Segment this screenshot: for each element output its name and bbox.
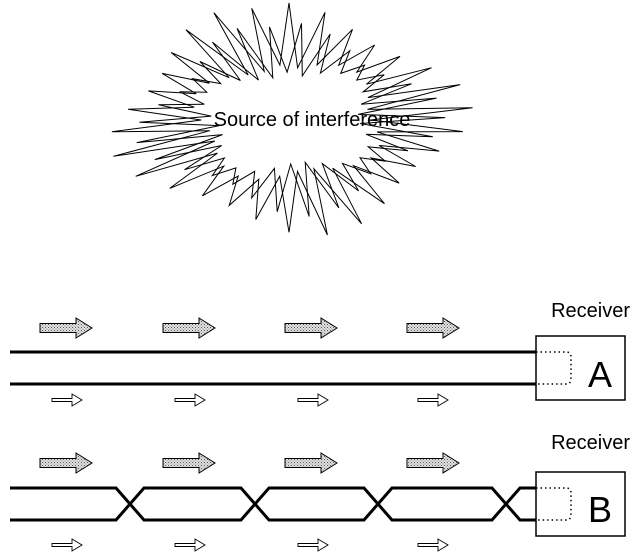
receiver-b-terminal-loop	[536, 487, 572, 521]
receiver-a-box	[535, 335, 626, 401]
receiver-b: Receiver B	[535, 432, 630, 537]
small-arrow-icon	[174, 538, 206, 552]
parallel-wire-pair	[10, 350, 536, 386]
small-arrow-icon	[51, 538, 83, 552]
receiver-b-title: Receiver	[551, 432, 630, 454]
interference-arrows-row-b	[39, 452, 460, 474]
twisted-wire-2	[10, 486, 536, 522]
receiver-a: Receiver A	[535, 300, 630, 401]
big-arrow-icon	[162, 452, 216, 474]
starburst-outer-icon	[111, 2, 473, 236]
small-arrow-icon	[417, 538, 449, 552]
induced-current-arrows-row-b	[51, 538, 449, 552]
starburst-inner-icon	[136, 23, 446, 217]
receiver-a-letter: A	[588, 354, 612, 395]
receiver-a-terminal-loop	[536, 351, 572, 385]
receiver-b-letter: B	[588, 489, 612, 530]
big-arrow-icon	[406, 452, 460, 474]
big-arrow-icon	[406, 317, 460, 339]
big-arrow-icon	[39, 317, 93, 339]
receiver-b-box	[535, 471, 626, 537]
small-arrow-icon	[297, 538, 329, 552]
small-arrow-icon	[417, 393, 449, 407]
interference-arrows-row-a	[39, 317, 460, 339]
big-arrow-icon	[284, 317, 338, 339]
twisted-wire-pair	[10, 486, 536, 522]
burst-label: Source of interference	[214, 109, 411, 131]
twisted-wire-1	[10, 486, 536, 522]
big-arrow-icon	[284, 452, 338, 474]
big-arrow-icon	[162, 317, 216, 339]
small-arrow-icon	[174, 393, 206, 407]
receiver-a-title: Receiver	[551, 300, 630, 322]
induced-current-arrows-row-a	[51, 393, 449, 407]
interference-burst: Source of interference	[111, 2, 473, 236]
big-arrow-icon	[39, 452, 93, 474]
small-arrow-icon	[297, 393, 329, 407]
small-arrow-icon	[51, 393, 83, 407]
